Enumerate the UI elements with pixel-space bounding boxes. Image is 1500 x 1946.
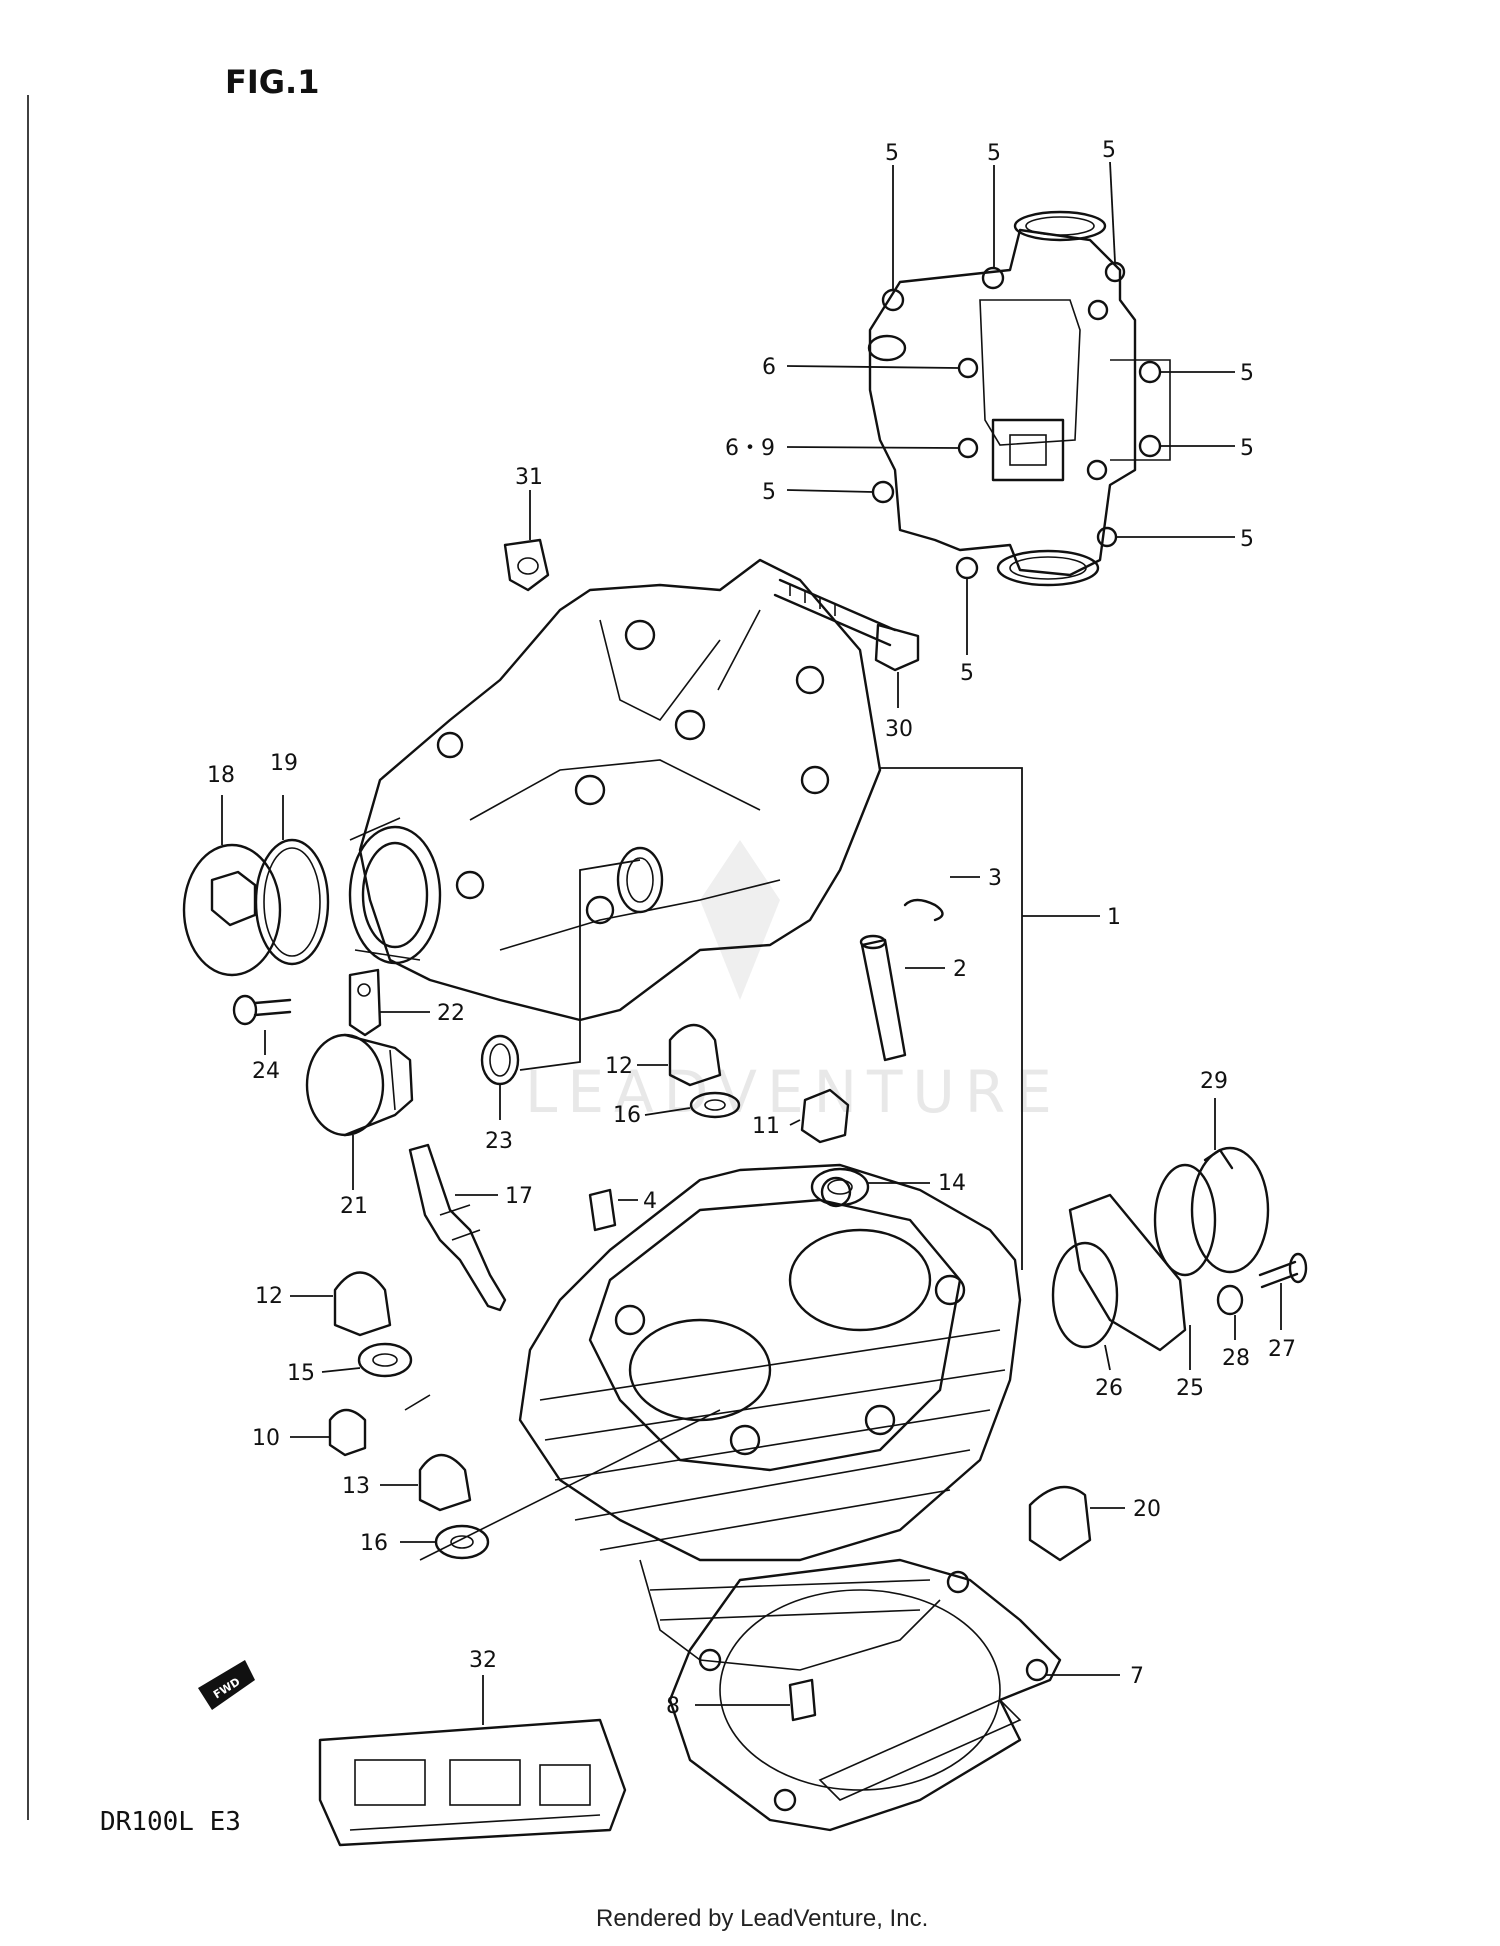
callout-12: 12 [605,1054,633,1079]
callout-5: 5 [1240,436,1254,461]
fwd-arrow-icon: FWD [198,1660,255,1710]
callout-labels: 5 5 5 5 5 5 5 5 6 6・9 1 3 2 31 30 18 19 … [207,138,1296,1719]
part-22-stopper [348,968,382,1037]
part-16-washer-lower [434,1524,490,1560]
part-15-washer [357,1342,413,1378]
part-16-washer-upper-hole [704,1099,726,1111]
cylinder-head [518,1163,1022,1671]
watermark-logo [700,840,780,1000]
part-19-o-ring-inner [263,847,321,957]
callout-5: 5 [762,480,776,505]
callout-10: 10 [252,1426,280,1451]
part-23-seal [480,1034,520,1086]
callout-4: 4 [643,1189,657,1214]
callout-8: 8 [666,1694,680,1719]
part-22-hole [357,983,371,997]
callout-20: 20 [1133,1497,1161,1522]
part-20-plug [1028,1485,1092,1562]
callout-15: 15 [287,1361,315,1386]
callout-3: 3 [988,866,1002,891]
callout-5: 5 [960,661,974,686]
part-32-gasket-set [318,1718,627,1847]
part-13-nut [418,1453,472,1512]
callout-32: 32 [469,1648,497,1673]
base-gasket [668,1558,1062,1832]
part-21-cap [305,1033,414,1137]
callout-17: 17 [505,1184,533,1209]
callout-25: 25 [1176,1376,1204,1401]
callout-6-9: 6・9 [725,436,775,461]
part-2-valve-guide [859,934,907,1062]
callout-18: 18 [207,763,235,788]
part-23-seal-inner [489,1043,511,1077]
part-14-washer-hole [827,1179,853,1195]
part-24-screw [232,994,292,1026]
part-19-o-ring [254,838,330,966]
part-26-o-ring [1051,1241,1119,1349]
callout-26: 26 [1095,1376,1123,1401]
part-10-cap [328,1408,367,1457]
part-12-cap-nut-upper [668,1023,722,1087]
callout-5: 5 [1240,527,1254,552]
callout-5: 5 [885,141,899,166]
part-14-washer [810,1167,870,1207]
part-12-cap-nut-lower [333,1271,392,1337]
part-28-washer [1216,1284,1244,1316]
leader-lines [221,161,1282,1725]
callout-28: 28 [1222,1346,1250,1371]
callout-22: 22 [437,1001,465,1026]
callout-16: 16 [613,1103,641,1128]
callout-6: 6 [762,355,776,380]
watermark-text: LEADVENTURE [525,1058,1062,1126]
part-31-plug [503,538,550,592]
cover-gasket-diagram [867,210,1171,587]
cylinder-head-cover [348,558,882,1022]
callout-2: 2 [953,957,967,982]
callout-16: 16 [360,1531,388,1556]
callout-7: 7 [1130,1664,1144,1689]
footer-credit: Rendered by LeadVenture, Inc. [596,1905,928,1932]
figure-label: FIG.1 [225,63,319,101]
callout-12: 12 [255,1284,283,1309]
part-17-spark-plug [408,1143,507,1312]
part-18-cap [182,843,282,977]
callout-1: 1 [1107,905,1121,930]
callout-27: 27 [1268,1337,1296,1362]
part-30-bolt [773,578,920,672]
part-16-washer-upper [689,1091,741,1119]
callout-13: 13 [342,1474,370,1499]
part-15-washer-hole [372,1353,398,1367]
callout-23: 23 [485,1129,513,1154]
callout-5: 5 [1240,361,1254,386]
part-29-clamp [1190,1146,1270,1274]
callout-31: 31 [515,465,543,490]
part-11-nut [800,1088,850,1144]
part-8-dowel [788,1678,817,1722]
callout-30: 30 [885,717,913,742]
callout-21: 21 [340,1194,368,1219]
callout-24: 24 [252,1059,280,1084]
callout-19: 19 [270,751,298,776]
callout-14: 14 [938,1171,966,1196]
part-25-intake-pipe [1068,1163,1217,1352]
model-code: DR100L E3 [100,1807,241,1837]
callout-5: 5 [987,141,1001,166]
callout-11: 11 [752,1114,780,1139]
callout-5: 5 [1102,138,1116,163]
part-3-clip [903,898,944,922]
part-16-washer-lower-hole [450,1535,474,1549]
part-4-dowel [588,1188,617,1232]
part-27-bolt [1258,1252,1308,1289]
callout-29: 29 [1200,1069,1228,1094]
